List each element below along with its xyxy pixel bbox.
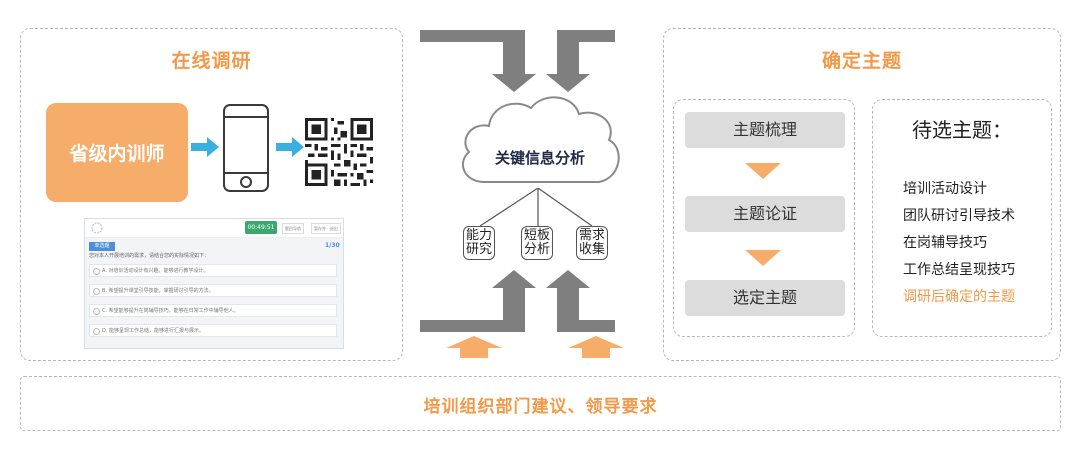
key-info-analysis-label: 关键信息分析 — [494, 149, 585, 167]
shortfall-label: 短板 — [523, 228, 550, 243]
survey-screenshot: 00:49:51 题目导航 暂存并 · 退出 单选题 1/30 您对本人开展培训… — [84, 218, 344, 349]
step-select-topic: 选定主题 — [685, 280, 845, 316]
orange-up-arrow-icon — [568, 336, 624, 358]
save-exit-button[interactable]: 暂存并 · 退出 — [311, 223, 341, 234]
demand-label: 需求 — [578, 228, 605, 243]
qr-code-icon — [305, 118, 373, 186]
connector-lines — [479, 188, 593, 227]
collection-label: 收集 — [578, 242, 605, 257]
step-topic-sorting: 主题梳理 — [685, 112, 845, 148]
candidate-topic-item-highlight: 调研后确定的主题 — [903, 289, 1015, 305]
up-arrow-icon — [420, 270, 536, 332]
provincial-trainer-box: 省级内训师 — [46, 103, 188, 202]
leadership-requirements-bar — [20, 376, 1061, 431]
survey-timer: 00:49:51 — [245, 221, 277, 234]
ability-label: 能力 — [465, 228, 492, 243]
determine-topic-panel — [663, 28, 1061, 361]
leadership-requirements-text: 培训组织部门建议、领导要求 — [423, 397, 658, 417]
question-counter: 1/30 — [325, 242, 340, 249]
phone-icon — [223, 104, 269, 192]
option-b[interactable]: B. 希望提升课堂引导技能，掌握研讨引导的方法。 — [89, 284, 337, 297]
right-arrow-icon — [191, 137, 219, 157]
candidate-topic-item: 团队研讨引导技术 — [903, 208, 1015, 224]
candidate-topic-item: 培训活动设计 — [903, 181, 987, 197]
step-topic-argument: 主题论证 — [685, 196, 845, 232]
right-arrow-icon — [276, 137, 304, 157]
research-label: 研究 — [465, 242, 492, 257]
survey-header: 00:49:51 题目导航 暂存并 · 退出 — [85, 219, 343, 238]
topic-flow-panel — [673, 99, 855, 337]
option-d[interactable]: D. 能够呈现工作总结，能够进行汇报与展示。 — [89, 324, 337, 337]
gray-up-arrows — [420, 270, 615, 332]
down-arrow-icon — [546, 30, 615, 92]
candidate-topic-item: 工作总结呈现技巧 — [903, 262, 1015, 278]
up-arrow-icon — [546, 270, 615, 332]
ability-research-box: 能力 研究 — [463, 226, 495, 260]
candidate-topic-item: 在岗辅导技巧 — [903, 235, 987, 251]
question-text: 您对本人开展培训的需求，请结合您的实际情况如下： — [89, 253, 210, 259]
option-c[interactable]: C. 希望能够提升在岗辅导技巧，能够在日常工作中辅导他人。 — [89, 304, 337, 317]
orange-down-arrow-icon — [745, 250, 781, 266]
orange-up-arrow-icon — [446, 336, 502, 358]
logo-icon — [91, 222, 103, 234]
option-a[interactable]: A. 对培训活动设计有兴趣，能够进行教学设计。 — [89, 264, 337, 277]
candidate-topics-panel — [872, 99, 1052, 337]
online-survey-title: 在线调研 — [171, 50, 252, 72]
analysis-label: 分析 — [523, 242, 550, 257]
survey-body: 单选题 1/30 您对本人开展培训的需求，请结合您的实际情况如下： A. 对培训… — [85, 238, 343, 348]
cloud-icon — [461, 96, 620, 183]
question-type-badge: 单选题 — [89, 242, 115, 251]
determine-topic-title: 确定主题 — [821, 50, 902, 72]
question-nav-button[interactable]: 题目导航 — [282, 223, 304, 234]
orange-down-arrow-icon — [745, 163, 781, 179]
gray-down-arrows — [420, 30, 615, 92]
online-survey-panel — [20, 28, 403, 361]
down-arrow-icon — [420, 30, 536, 92]
provincial-trainer-label: 省级内训师 — [69, 143, 165, 165]
shortfall-analysis-box: 短板 分析 — [521, 226, 553, 260]
candidate-topics-title: 待选主题： — [912, 118, 1012, 142]
demand-collection-box: 需求 收集 — [576, 226, 608, 260]
